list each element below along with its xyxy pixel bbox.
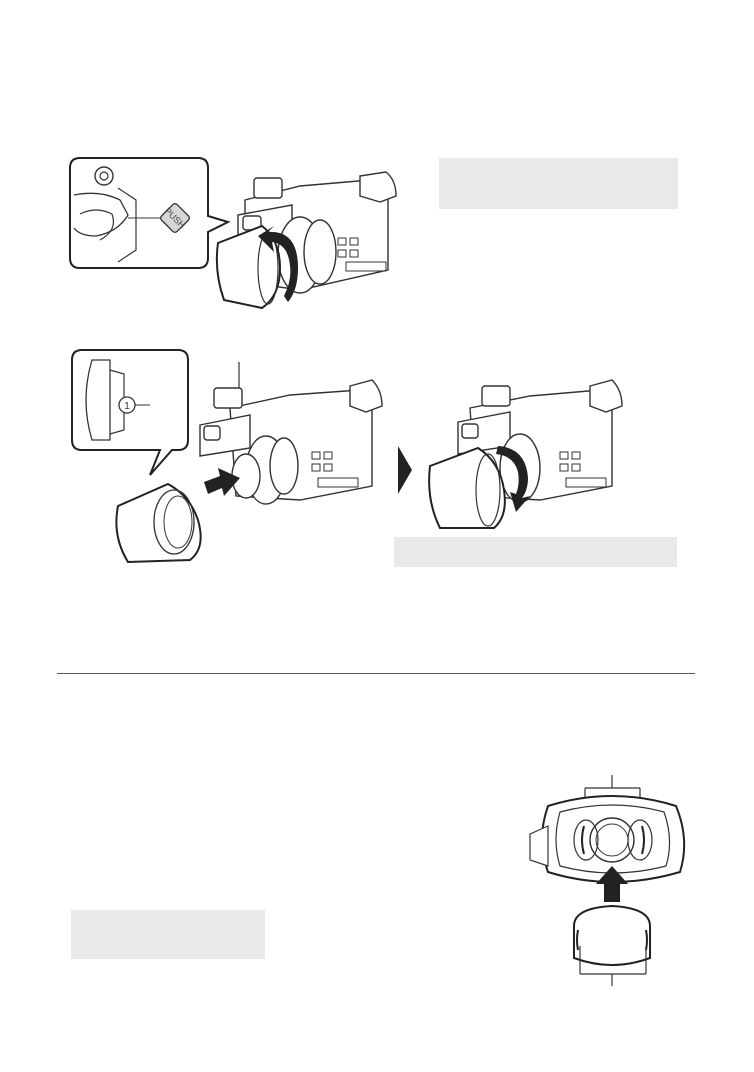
lens-hood-mounted (428, 446, 506, 529)
push-button-callout: PUSH (69, 157, 231, 269)
lens-hood-detached (115, 482, 202, 564)
mounting-mark-callout: 1 (71, 349, 189, 476)
callout-marker-label: 1 (124, 401, 130, 412)
lock-rotate-arrow-icon (496, 446, 530, 512)
instruction-box-1 (439, 158, 678, 209)
insert-arrow-icon (204, 468, 240, 496)
instruction-box-2 (394, 537, 677, 567)
instruction-box-3 (71, 910, 265, 959)
camcorder-middle-left (199, 379, 383, 505)
section-divider (57, 673, 695, 674)
rotate-arrow-icon (258, 226, 298, 302)
camcorder-middle-right (457, 379, 623, 503)
next-step-arrow-icon (398, 446, 412, 494)
attach-cap-arrow-icon (596, 866, 628, 902)
lens-hood-front (529, 795, 686, 883)
lens-cap (573, 904, 651, 966)
